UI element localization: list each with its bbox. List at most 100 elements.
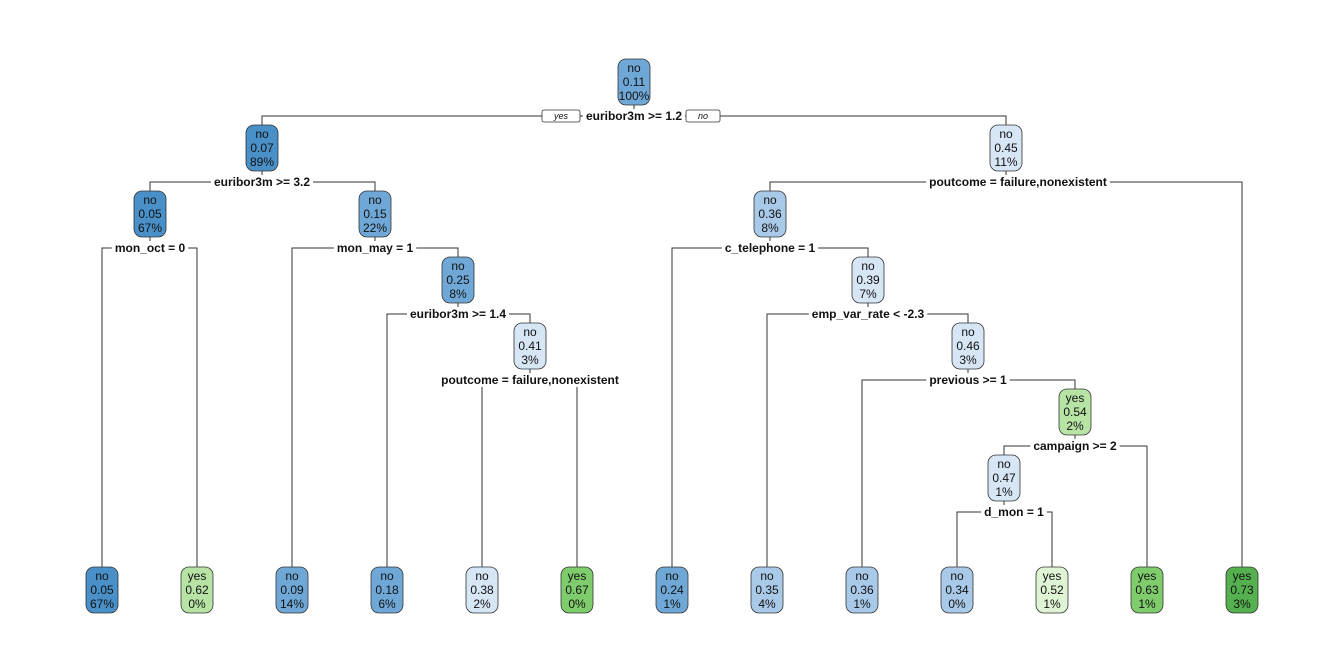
node-pct: 3% — [521, 353, 539, 367]
node-cls: yes — [1043, 569, 1062, 583]
node-box — [951, 322, 985, 370]
node-box — [465, 566, 499, 614]
node-cls: no — [961, 325, 975, 339]
node-cls: no — [143, 193, 157, 207]
split-label: euribor3m >= 1.4 — [410, 307, 506, 321]
node-box — [617, 58, 651, 106]
node-prob: 0.46 — [956, 339, 980, 353]
split-label: campaign >= 2 — [1033, 439, 1117, 453]
node-cls: no — [763, 193, 777, 207]
node-pct: 100% — [619, 89, 650, 103]
node-prob: 0.34 — [945, 583, 969, 597]
leaf-node: no0.186% — [370, 566, 404, 614]
leaf-node: no0.340% — [940, 566, 974, 614]
node-cls: yes — [1066, 391, 1085, 405]
node-prob: 0.39 — [856, 273, 880, 287]
split-label: mon_may = 1 — [337, 241, 414, 255]
node-cls: no — [997, 457, 1011, 471]
node-box — [560, 566, 594, 614]
split-node: no0.471% — [987, 454, 1021, 502]
node-prob: 0.45 — [994, 141, 1018, 155]
node-pct: 0% — [948, 597, 966, 611]
leaf-node: no0.361% — [845, 566, 879, 614]
leaf-node: no0.241% — [655, 566, 689, 614]
node-pct: 1% — [853, 597, 871, 611]
split-node: no0.397% — [851, 256, 885, 304]
no-tag-label: no — [698, 111, 708, 121]
node-box — [655, 566, 689, 614]
node-box — [275, 566, 309, 614]
node-box — [851, 256, 885, 304]
node-pct: 8% — [449, 287, 467, 301]
node-box — [1130, 566, 1164, 614]
node-box — [180, 566, 214, 614]
leaf-node: no0.382% — [465, 566, 499, 614]
leaf-node: no0.354% — [750, 566, 784, 614]
split-node: no0.258% — [441, 256, 475, 304]
node-cls: no — [368, 193, 382, 207]
node-prob: 0.24 — [660, 583, 684, 597]
node-prob: 0.05 — [138, 207, 162, 221]
node-pct: 67% — [138, 221, 162, 235]
node-box — [1035, 566, 1069, 614]
yes-tag-label: yes — [553, 111, 569, 121]
node-cls: no — [665, 569, 679, 583]
split-node: no0.413% — [513, 322, 547, 370]
node-prob: 0.54 — [1063, 405, 1087, 419]
split-label: euribor3m >= 3.2 — [214, 175, 310, 189]
node-box — [370, 566, 404, 614]
node-box — [987, 454, 1021, 502]
split-label: c_telephone = 1 — [725, 241, 816, 255]
split-label: d_mon = 1 — [984, 505, 1044, 519]
node-cls: no — [523, 325, 537, 339]
split-label-bg — [981, 505, 1047, 519]
node-pct: 0% — [568, 597, 586, 611]
node-pct: 3% — [1233, 597, 1251, 611]
node-prob: 0.18 — [375, 583, 399, 597]
node-pct: 1% — [663, 597, 681, 611]
split-label-bg — [721, 241, 819, 255]
node-prob: 0.62 — [185, 583, 209, 597]
split-label: mon_oct = 0 — [115, 241, 186, 255]
node-box — [441, 256, 475, 304]
node-box — [358, 190, 392, 238]
node-cls: no — [950, 569, 964, 583]
split-label: poutcome = failure,nonexistent — [929, 175, 1107, 189]
node-box — [1058, 388, 1092, 436]
node-pct: 8% — [761, 221, 779, 235]
node-cls: no — [475, 569, 489, 583]
node-cls: yes — [188, 569, 207, 583]
edge-branch — [291, 247, 459, 567]
node-prob: 0.38 — [470, 583, 494, 597]
split-label: euribor3m >= 1.2 — [586, 109, 682, 123]
node-pct: 1% — [995, 485, 1013, 499]
node-box — [1225, 566, 1259, 614]
node-cls: no — [95, 569, 109, 583]
node-pct: 7% — [859, 287, 877, 301]
node-box — [989, 124, 1023, 172]
node-prob: 0.36 — [850, 583, 874, 597]
node-prob: 0.11 — [623, 75, 646, 89]
edge-branch — [101, 247, 198, 567]
node-pct: 22% — [363, 221, 387, 235]
node-cls: no — [760, 569, 774, 583]
split-label: previous >= 1 — [929, 373, 1007, 387]
edge-branch — [766, 313, 969, 567]
node-cls: no — [855, 569, 869, 583]
tree-nodes: no0.11100%no0.0789%no0.4511%no0.0567%no0… — [85, 58, 1259, 614]
node-cls: yes — [568, 569, 587, 583]
node-cls: no — [285, 569, 299, 583]
split-label-bg — [438, 373, 622, 387]
split-label-bg — [406, 307, 510, 321]
node-pct: 1% — [1043, 597, 1061, 611]
node-cls: yes — [1233, 569, 1252, 583]
split-label-bg — [582, 109, 686, 123]
split-label-bg — [333, 241, 417, 255]
